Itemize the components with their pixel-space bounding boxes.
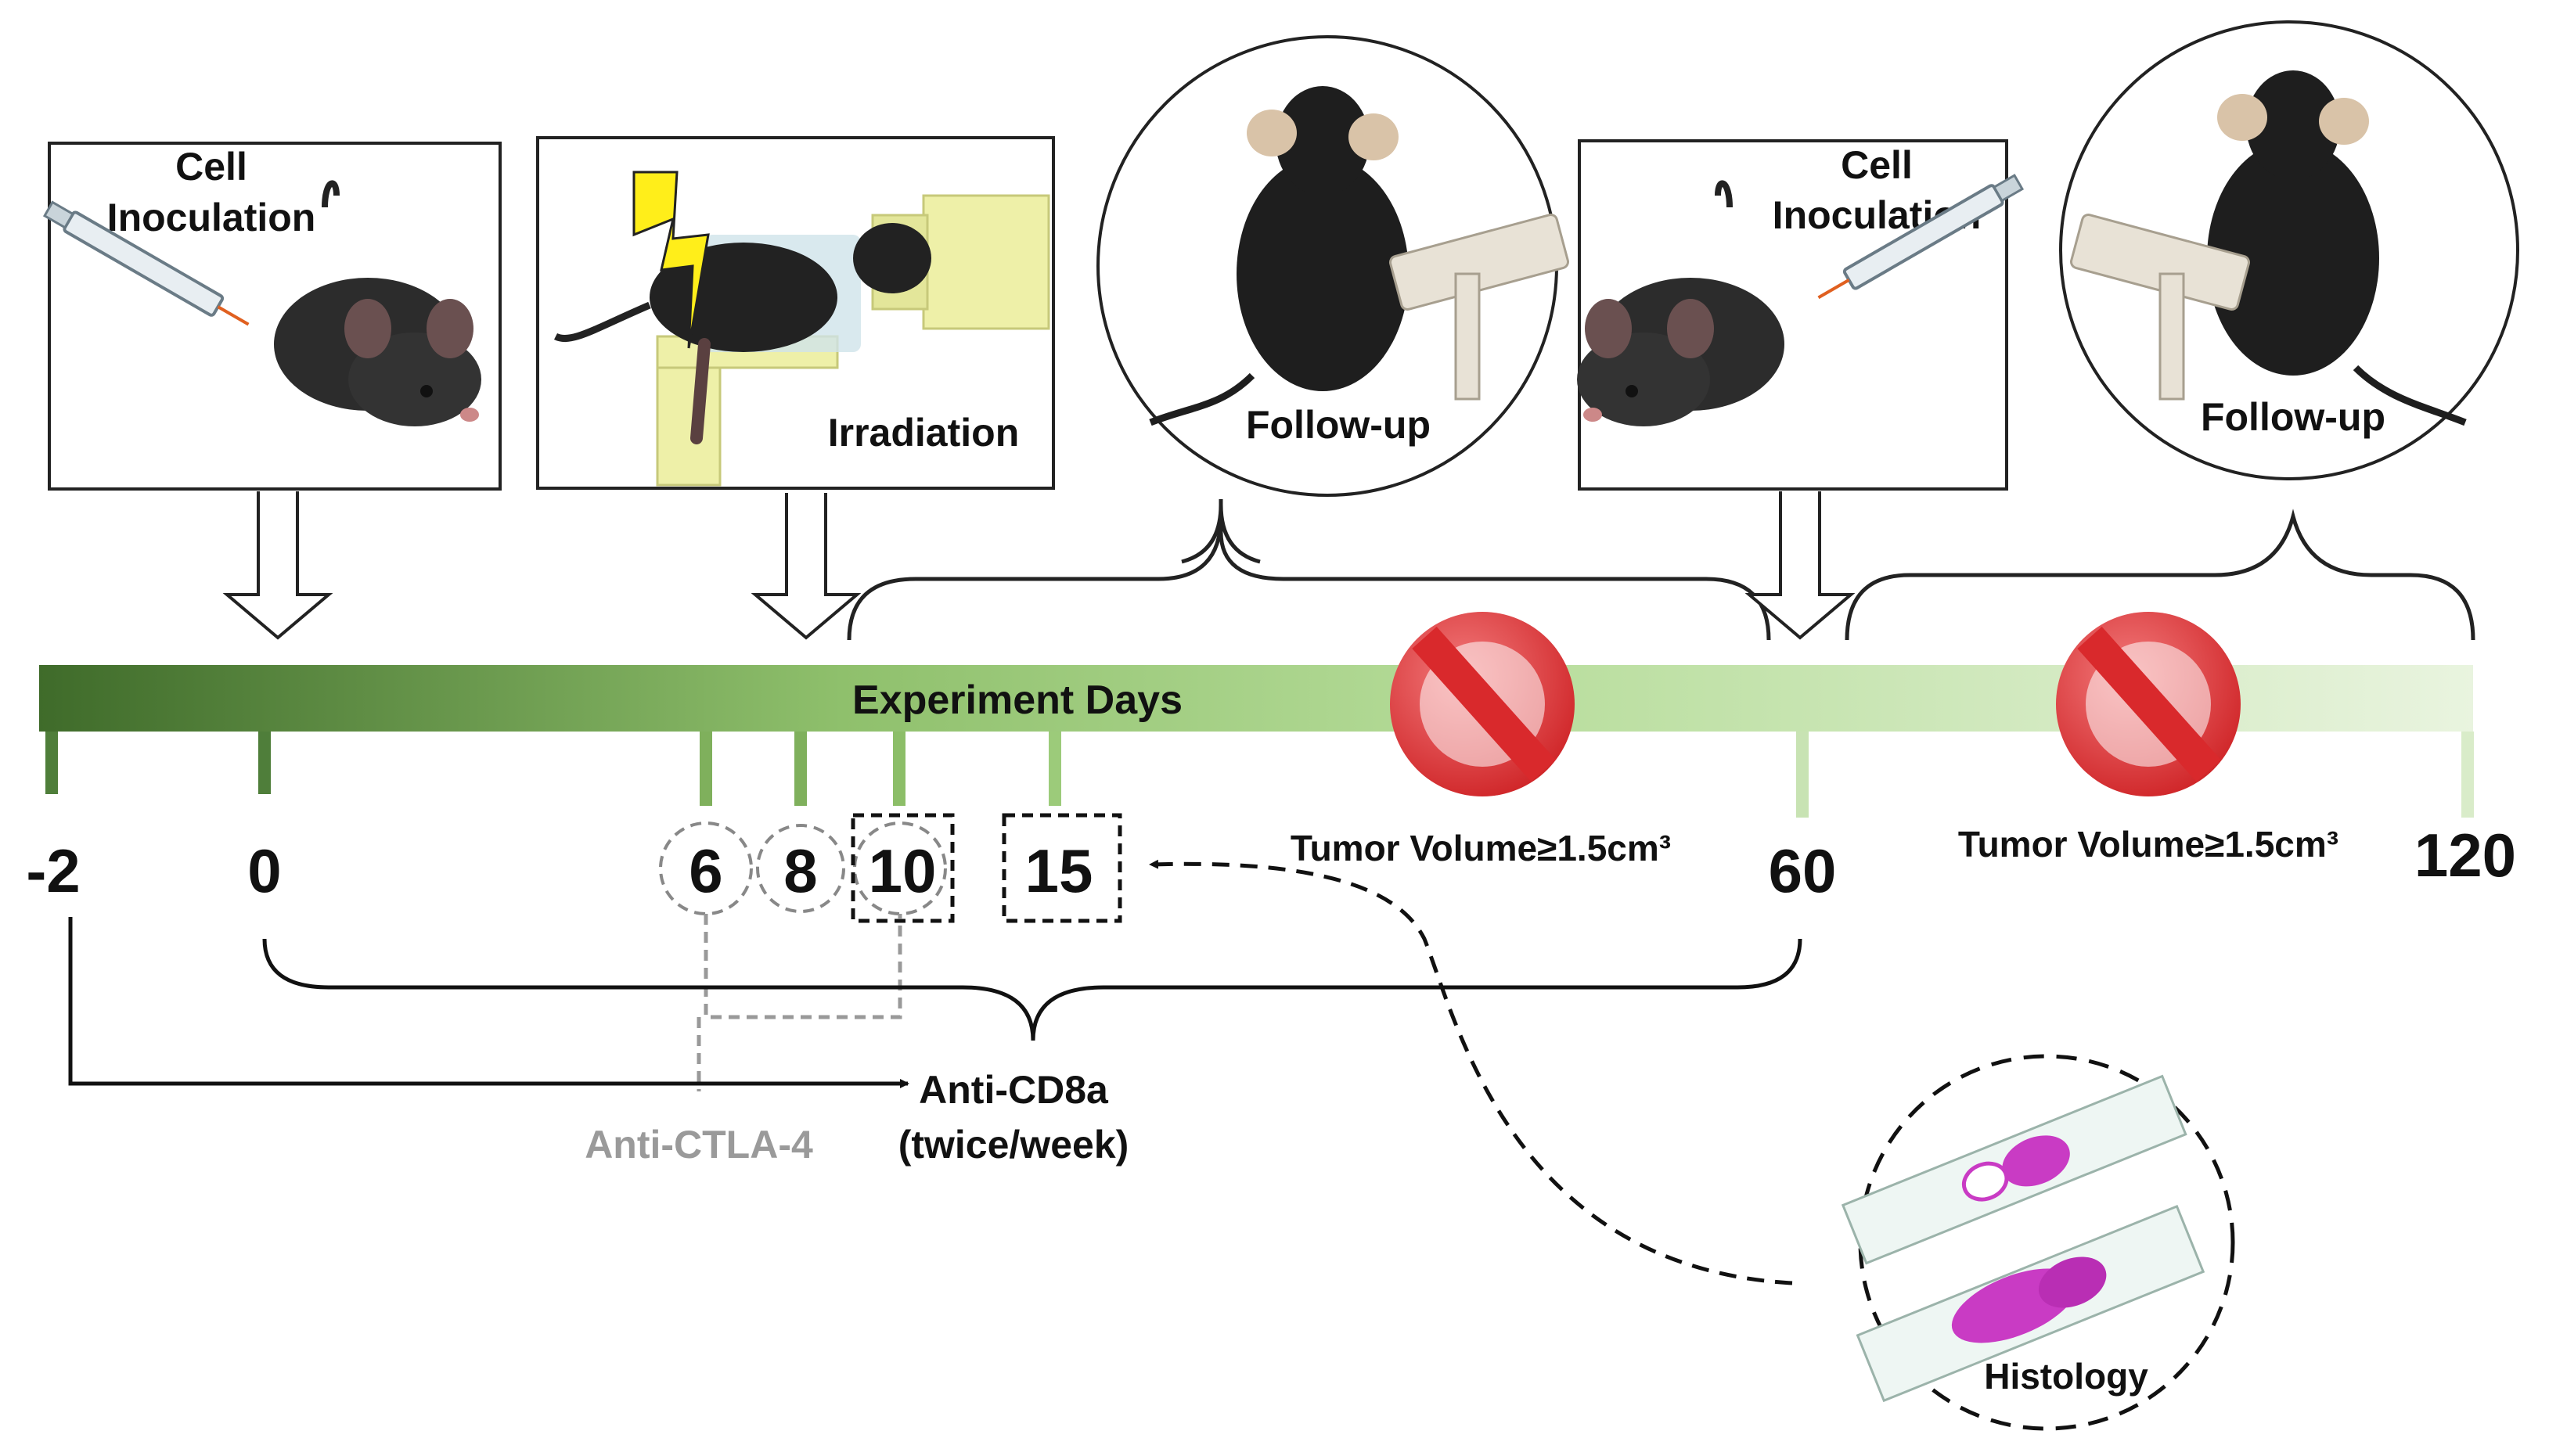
mouse-icon bbox=[1149, 86, 1409, 426]
mouse-icon bbox=[2207, 70, 2467, 426]
caliper-icon bbox=[1388, 214, 1570, 401]
microscope-slide-icon bbox=[1841, 1074, 2187, 1265]
down-arrow-inoculation-1 bbox=[222, 491, 333, 640]
tick-label: 8 bbox=[783, 836, 817, 905]
dashed-circle-marker bbox=[756, 824, 845, 913]
tick-mark bbox=[794, 732, 807, 806]
brace-peak bbox=[1181, 504, 1261, 564]
tick-label: 0 bbox=[247, 836, 281, 905]
microscope-slide-icon bbox=[1856, 1205, 2205, 1403]
tick-label: 120 bbox=[2414, 821, 2516, 890]
panel-label-line2: Inoculation bbox=[107, 196, 316, 239]
panel-label-line1: Cell bbox=[175, 145, 247, 189]
top-brace-followup-1 bbox=[847, 499, 1771, 641]
dashed-box-marker bbox=[1002, 813, 1122, 923]
syringe-icon bbox=[1817, 174, 2025, 300]
tick-mark bbox=[258, 732, 271, 794]
anti-ctla4-connector bbox=[697, 914, 902, 1091]
histology-label: Histology bbox=[1984, 1356, 2148, 1397]
tick-label: 10 bbox=[869, 836, 937, 905]
dashed-box-marker bbox=[851, 813, 955, 923]
tick-mark bbox=[700, 732, 712, 806]
followup-label: Follow-up bbox=[1246, 403, 1431, 447]
top-brace-followup-2 bbox=[1845, 509, 2475, 641]
panel-label-line1: Cell bbox=[1841, 143, 1913, 187]
followup-panel-2: Follow-up bbox=[2059, 20, 2519, 480]
followup-label: Follow-up bbox=[2201, 395, 2385, 439]
irradiation-panel: Irradiation bbox=[536, 136, 1055, 490]
tick-mark bbox=[1796, 732, 1809, 818]
inoculation-panel-1: Cell Inoculation bbox=[42, 142, 502, 491]
histology-dashed-arrow bbox=[1149, 859, 1793, 1285]
bottom-brace bbox=[262, 938, 1802, 1041]
timeline-ticks bbox=[45, 732, 2474, 818]
tick-mark bbox=[45, 732, 58, 794]
tick-label: -2 bbox=[26, 836, 80, 905]
down-arrow-inoculation-2 bbox=[1744, 491, 1856, 640]
caliper-icon bbox=[2069, 214, 2251, 401]
stop-condition-label-1: Tumor Volume≥1.5cm³ bbox=[1291, 828, 1671, 868]
mouse-icon bbox=[1577, 180, 1784, 426]
down-arrow-irradiation bbox=[751, 493, 862, 640]
anti-cd8a-label: Anti-CD8a bbox=[919, 1068, 1109, 1112]
anti-cd8a-arrow bbox=[68, 917, 909, 1088]
tick-label: 15 bbox=[1025, 836, 1093, 905]
tick-label: 6 bbox=[689, 836, 722, 905]
stop-sign-1 bbox=[1390, 612, 1575, 796]
dashed-circle-marker bbox=[853, 821, 947, 915]
dose-markers bbox=[659, 813, 1122, 923]
stop-condition-label-2: Tumor Volume≥1.5cm³ bbox=[1958, 824, 2338, 865]
tick-mark bbox=[893, 732, 905, 806]
timeline-title: Experiment Days bbox=[852, 678, 1183, 723]
timeline-tick-labels: -2 0 6 8 10 15 60 120 bbox=[26, 821, 2516, 905]
inoculation-panel-2: Cell Inoculation bbox=[1577, 139, 2025, 491]
irradiation-label: Irradiation bbox=[828, 411, 1019, 455]
followup-panel-1: Follow-up bbox=[1096, 35, 1570, 497]
tick-mark bbox=[1049, 732, 1061, 806]
tick-mark bbox=[2461, 732, 2474, 818]
anti-ctla4-label: Anti-CTLA-4 bbox=[585, 1123, 813, 1167]
dashed-circle-marker bbox=[659, 821, 753, 915]
stop-sign-2 bbox=[2056, 612, 2241, 796]
mouse-icon bbox=[274, 180, 481, 426]
tick-label: 60 bbox=[1769, 836, 1837, 905]
lightning-bolt-icon bbox=[632, 171, 710, 349]
anti-cd8a-schedule: (twice/week) bbox=[898, 1123, 1129, 1167]
syringe-icon bbox=[42, 200, 250, 326]
histology-panel: Histology bbox=[1841, 1054, 2235, 1431]
